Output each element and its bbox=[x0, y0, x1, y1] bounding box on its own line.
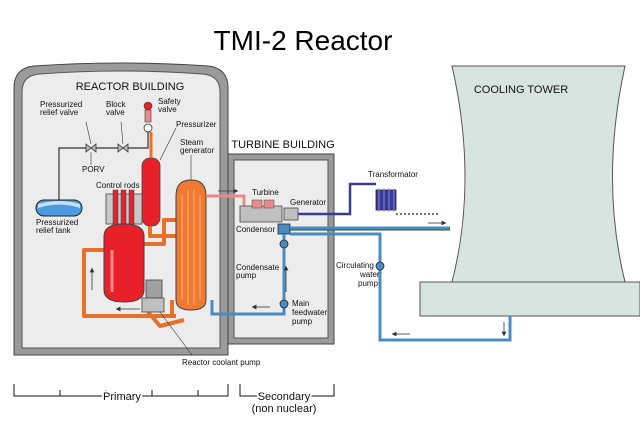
svg-text:relief valve: relief valve bbox=[40, 108, 79, 117]
svg-text:pump: pump bbox=[292, 317, 313, 326]
control-rods-label: Control rods bbox=[96, 181, 140, 190]
pressurized-relief-valve-line2: relief valve bbox=[40, 108, 79, 117]
cooling-water-loop bbox=[210, 226, 512, 342]
turbine-building-label: TURBINE BUILDING bbox=[231, 139, 334, 151]
svg-text:Main: Main bbox=[292, 299, 309, 308]
diagram-title: TMI-2 Reactor bbox=[214, 25, 393, 56]
reactor-coolant-pump-label: Reactor coolant pump bbox=[182, 358, 261, 367]
condensate-pump: Condensate pump bbox=[236, 239, 289, 280]
svg-text:relief tank: relief tank bbox=[36, 226, 72, 235]
cooling-tower: COOLING TOWER bbox=[419, 65, 640, 317]
primary-label: Primary bbox=[103, 391, 141, 403]
turbine-building: TURBINE BUILDING bbox=[227, 139, 335, 345]
secondary-bracket bbox=[239, 384, 335, 397]
pressurizer: Pressurizer bbox=[141, 120, 217, 227]
svg-text:water: water bbox=[359, 270, 380, 279]
reactor-vessel bbox=[103, 223, 145, 303]
secondary-steam-line bbox=[206, 194, 246, 210]
transformator: Transformator bbox=[298, 170, 440, 216]
relief-tank-line1: Pressurized bbox=[36, 218, 78, 227]
porv-label: PORV bbox=[82, 165, 105, 174]
cooling-tower-label: COOLING TOWER bbox=[474, 84, 568, 96]
pressurized-relief-valve-line1: Pressurized bbox=[40, 100, 82, 109]
generator-label: Generator bbox=[290, 198, 326, 207]
svg-text:valve: valve bbox=[158, 105, 177, 114]
condensor: Condensor bbox=[236, 223, 291, 235]
block-valve-icon bbox=[117, 143, 129, 153]
steam-generator-line1: Steam bbox=[180, 138, 203, 147]
svg-text:Pressurized: Pressurized bbox=[36, 218, 78, 227]
main-feedwater-pump: Main feedwater pump bbox=[279, 299, 327, 326]
feedwater-pump-line3: pump bbox=[292, 317, 313, 326]
condensate-pump-line2: pump bbox=[236, 271, 257, 280]
circulating-pump-line3: pump bbox=[358, 279, 379, 288]
svg-text:Block: Block bbox=[106, 100, 127, 109]
condensate-pump-line1: Condensate bbox=[236, 263, 280, 272]
pressurized-relief-tank: Pressurized relief tank bbox=[35, 156, 83, 235]
feedwater-pump-line2: feedwater bbox=[292, 308, 327, 317]
safety-valve-line1: Safety bbox=[158, 97, 181, 106]
svg-text:feedwater: feedwater bbox=[292, 308, 327, 317]
steam-generator-line2: generator bbox=[180, 146, 215, 155]
relief-valve-line: Pressurized relief valve Block valve Saf… bbox=[40, 97, 181, 174]
porv-valve-icon bbox=[85, 143, 97, 153]
svg-text:Pressurized: Pressurized bbox=[40, 100, 82, 109]
turbine: Turbine bbox=[239, 188, 283, 223]
svg-text:valve: valve bbox=[106, 108, 125, 117]
block-valve-line2: valve bbox=[106, 108, 125, 117]
transformator-label: Transformator bbox=[368, 170, 418, 179]
svg-text:generator: generator bbox=[180, 146, 215, 155]
secondary-label-line1: Secondary bbox=[258, 391, 311, 403]
reactor-coolant-pump: Reactor coolant pump bbox=[141, 279, 261, 367]
circulating-water-pump: Circulating water pump bbox=[336, 261, 385, 288]
secondary-label-line2: (non nuclear) bbox=[252, 403, 317, 415]
reactor-building-label: REACTOR BUILDING bbox=[76, 81, 185, 93]
svg-text:Circulating: Circulating bbox=[336, 261, 374, 270]
primary-loop bbox=[82, 218, 185, 328]
condensor-label: Condensor bbox=[236, 225, 275, 234]
svg-text:pump: pump bbox=[358, 279, 379, 288]
relief-tank-line2: relief tank bbox=[36, 226, 72, 235]
svg-text:Steam: Steam bbox=[180, 138, 203, 147]
turbine-label: Turbine bbox=[252, 188, 279, 197]
block-valve-line1: Block bbox=[106, 100, 127, 109]
steam-generator: Steam generator bbox=[175, 138, 215, 311]
control-rods: Control rods bbox=[96, 181, 143, 227]
feedwater-pump-line1: Main bbox=[292, 299, 309, 308]
safety-valve-line2: valve bbox=[158, 105, 177, 114]
circulating-pump-line2: water bbox=[359, 270, 380, 279]
svg-text:Condensate: Condensate bbox=[236, 263, 280, 272]
primary-bracket bbox=[13, 384, 229, 397]
svg-text:pump: pump bbox=[236, 271, 257, 280]
svg-text:Safety: Safety bbox=[158, 97, 181, 106]
safety-valve-icon bbox=[143, 101, 153, 133]
circulating-pump-line1: Circulating bbox=[336, 261, 374, 270]
pressurizer-label: Pressurizer bbox=[176, 120, 217, 129]
